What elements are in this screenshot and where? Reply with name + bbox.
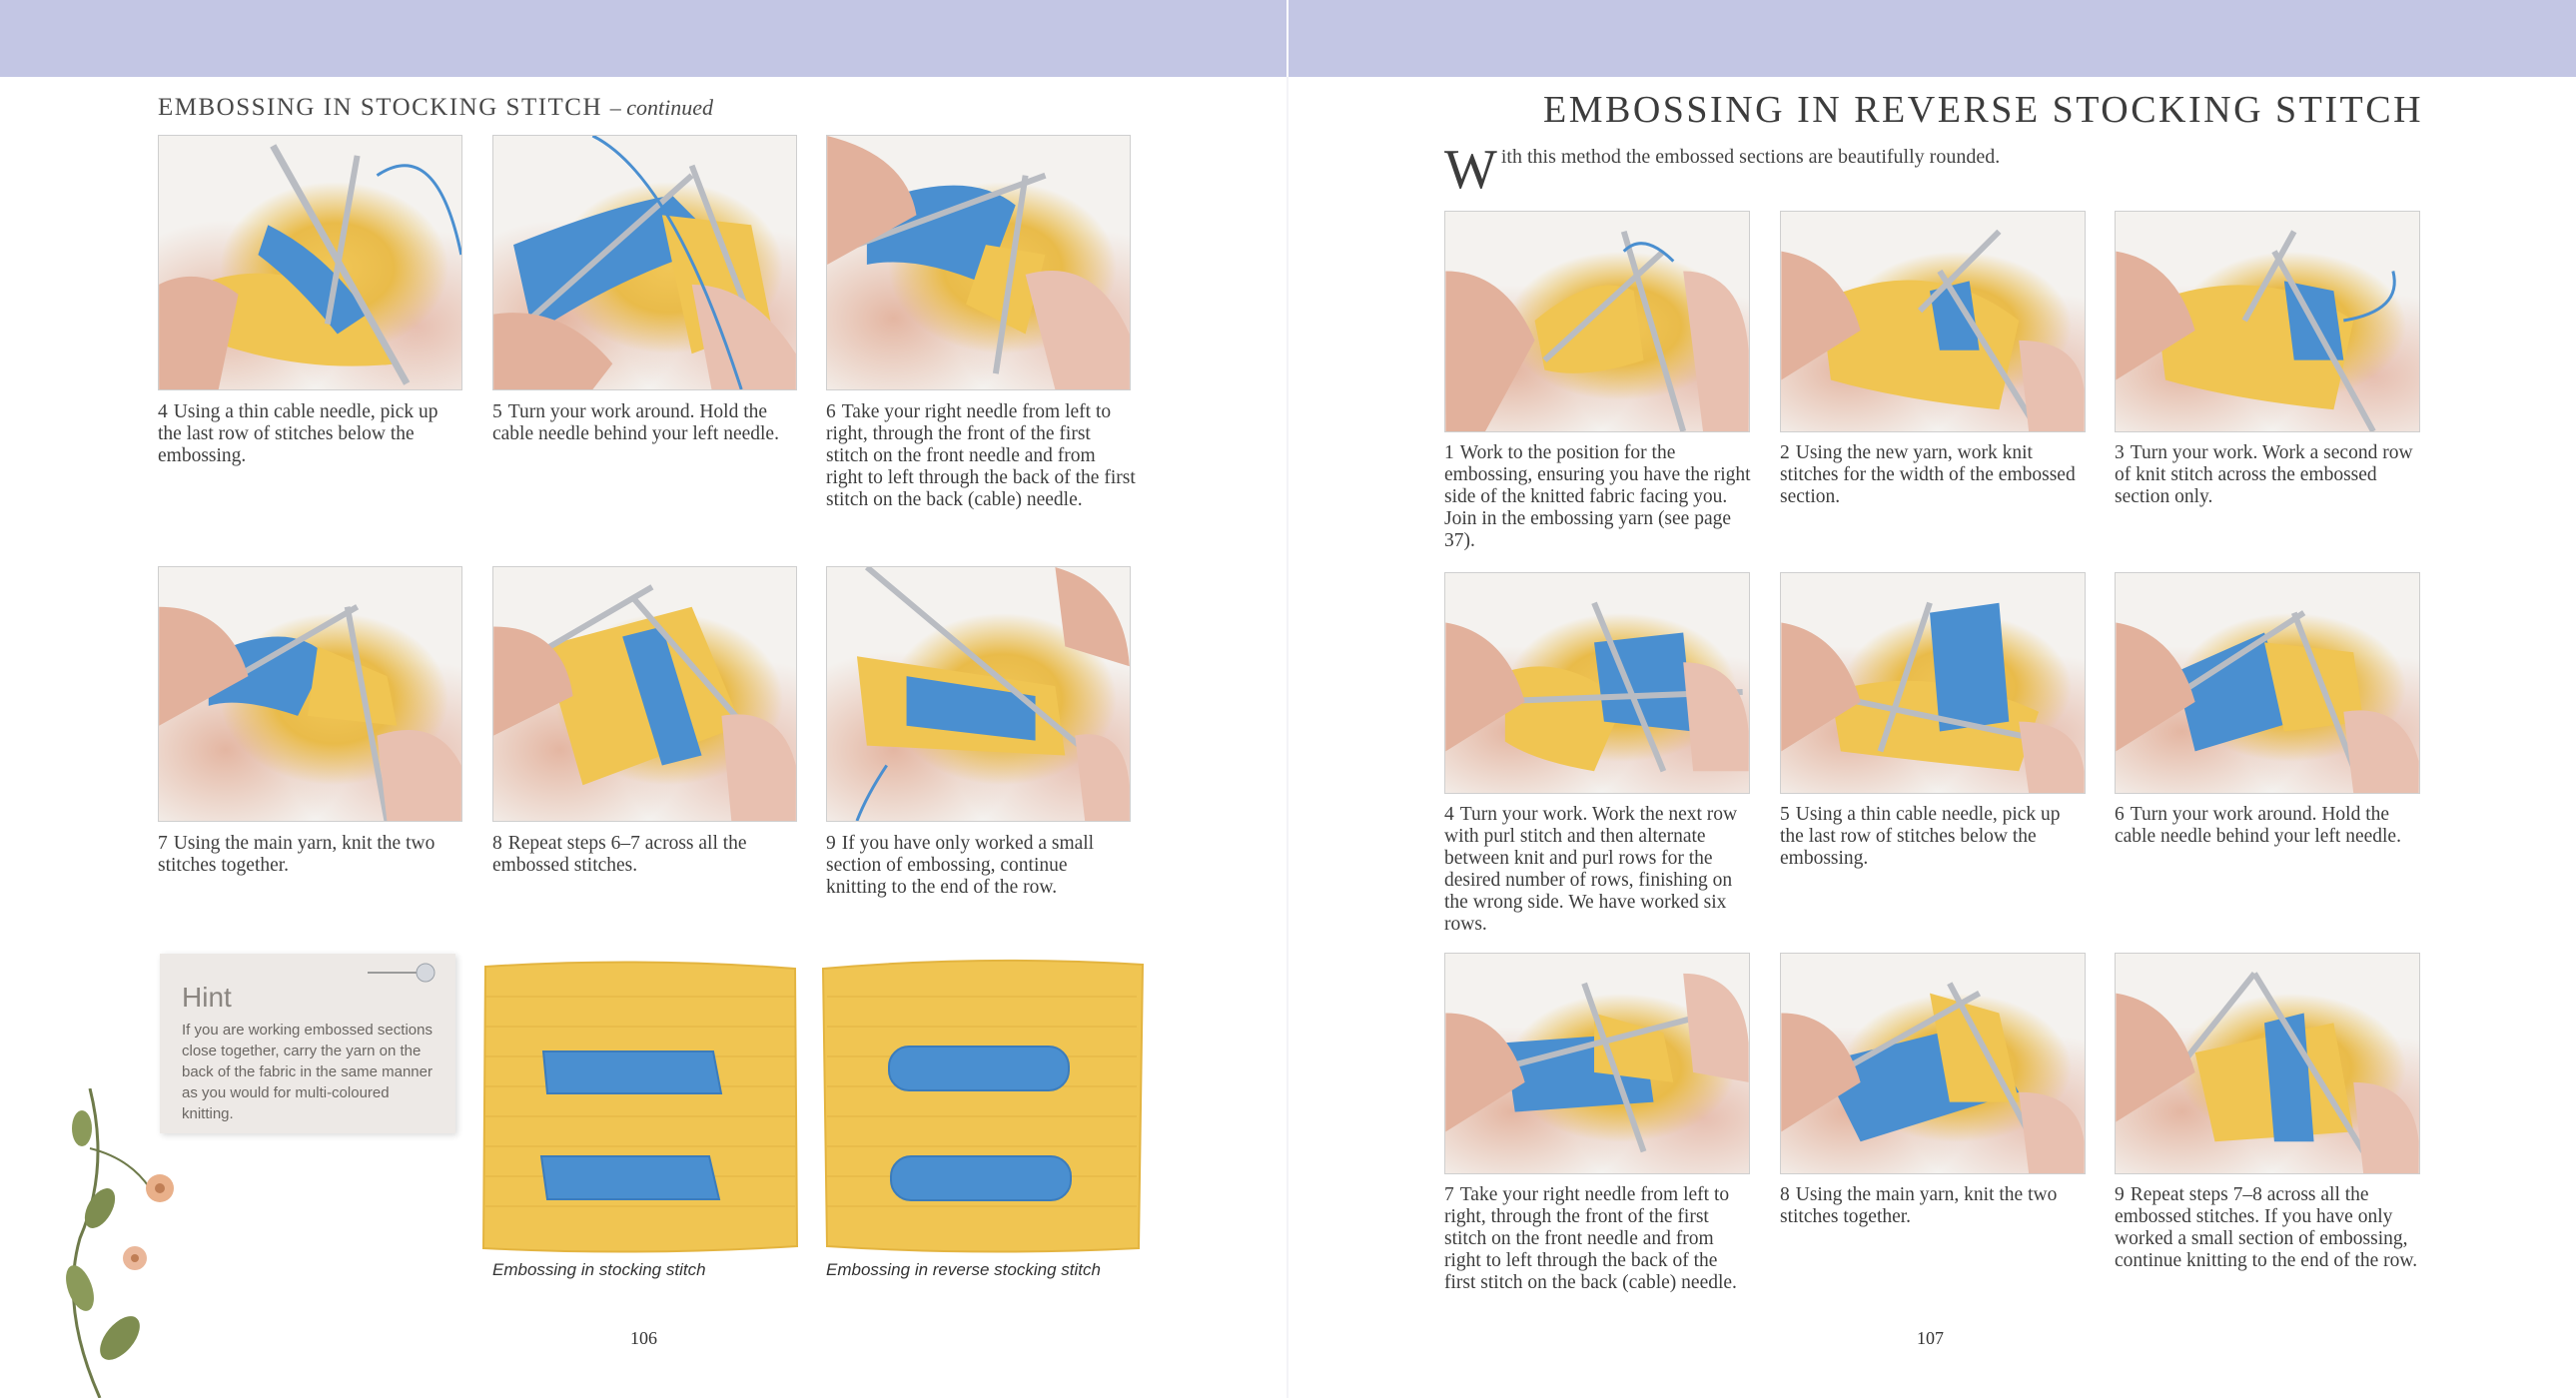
running-title: EMBOSSING IN STOCKING STITCH – continued (158, 94, 713, 122)
step-number: 1 (1444, 442, 1454, 463)
hint-title: Hint (182, 982, 232, 1013)
header-band-right (1288, 0, 2576, 77)
step-number: 5 (1780, 804, 1790, 825)
step-number: 2 (1780, 442, 1790, 463)
page-gutter (1287, 77, 1288, 1398)
step-photo-right-6 (2115, 572, 2420, 794)
step-text: Take your right needle from left to righ… (826, 401, 1136, 510)
step-photo-right-2 (1780, 211, 2086, 432)
swatch-caption-stocking: Embossing in stocking stitch (492, 1260, 706, 1279)
step-photo-left-8 (492, 566, 797, 822)
step-number: 6 (826, 401, 836, 422)
page-number-right: 107 (1917, 1328, 1944, 1348)
hint-box: Hint If you are working embossed section… (160, 954, 455, 1133)
step-photo-left-9 (826, 566, 1131, 822)
hint-body: If you are working embossed sections clo… (182, 1022, 432, 1122)
step-text: Using the main yarn, knit the two stitch… (158, 833, 435, 876)
step-number: 6 (2115, 804, 2125, 825)
step-number: 7 (158, 833, 168, 854)
step-number: 9 (826, 833, 836, 854)
step-text: Using a thin cable needle, pick up the l… (158, 401, 438, 466)
step-photo-right-5 (1780, 572, 2086, 794)
running-title-text: EMBOSSING IN STOCKING STITCH (158, 94, 603, 121)
step-photo-left-4 (158, 135, 462, 390)
swatch-stocking-stitch (475, 957, 805, 1256)
header-band-left (0, 0, 1287, 77)
step-photo-left-5 (492, 135, 797, 390)
step-text: Using a thin cable needle, pick up the l… (1780, 804, 2061, 869)
step-number: 9 (2115, 1184, 2125, 1205)
step-text: Turn your work around. Hold the cable ne… (492, 401, 779, 444)
step-photo-right-8 (1780, 953, 2086, 1174)
step-text: Turn your work around. Hold the cable ne… (2115, 804, 2401, 847)
step-text: Turn your work. Work a second row of kni… (2115, 442, 2413, 507)
step-number: 4 (158, 401, 168, 422)
step-number: 8 (1780, 1184, 1790, 1205)
step-number: 3 (2115, 442, 2125, 463)
step-text: Take your right needle from left to righ… (1444, 1184, 1737, 1293)
swatch-reverse-stocking-stitch (817, 957, 1147, 1256)
swatch-caption-reverse: Embossing in reverse stocking stitch (826, 1260, 1101, 1279)
step-number: 8 (492, 833, 502, 854)
step-photo-left-6 (826, 135, 1131, 390)
running-title-suffix: – continued (609, 95, 714, 120)
step-photo-left-7 (158, 566, 462, 822)
step-photo-right-3 (2115, 211, 2420, 432)
step-number: 5 (492, 401, 502, 422)
step-photo-right-9 (2115, 953, 2420, 1174)
step-text: Turn your work. Work the next row with p… (1444, 804, 1738, 935)
step-text: If you have only worked a small section … (826, 833, 1095, 898)
step-photo-right-4 (1444, 572, 1750, 794)
intro-text: ith this method the embossed sections ar… (1500, 146, 2001, 168)
flower-vine-illustration (66, 1088, 174, 1398)
step-text: Repeat steps 6–7 across all the embossed… (492, 833, 747, 876)
step-photo-right-7 (1444, 953, 1750, 1174)
intro-dropcap: W (1444, 139, 1497, 201)
page-number-left: 106 (630, 1328, 657, 1348)
pin-icon (368, 963, 435, 983)
step-text: Work to the position for the embossing, … (1444, 442, 1751, 551)
section-title: EMBOSSING IN REVERSE STOCKING STITCH (1543, 89, 2424, 131)
step-number: 7 (1444, 1184, 1454, 1205)
step-number: 4 (1444, 804, 1454, 825)
step-text: Using the new yarn, work knit stitches f… (1780, 442, 2076, 507)
step-text: Repeat steps 7–8 across all the embossed… (2115, 1184, 2418, 1271)
step-text: Using the main yarn, knit the two stitch… (1780, 1184, 2058, 1227)
step-photo-right-1 (1444, 211, 1750, 432)
